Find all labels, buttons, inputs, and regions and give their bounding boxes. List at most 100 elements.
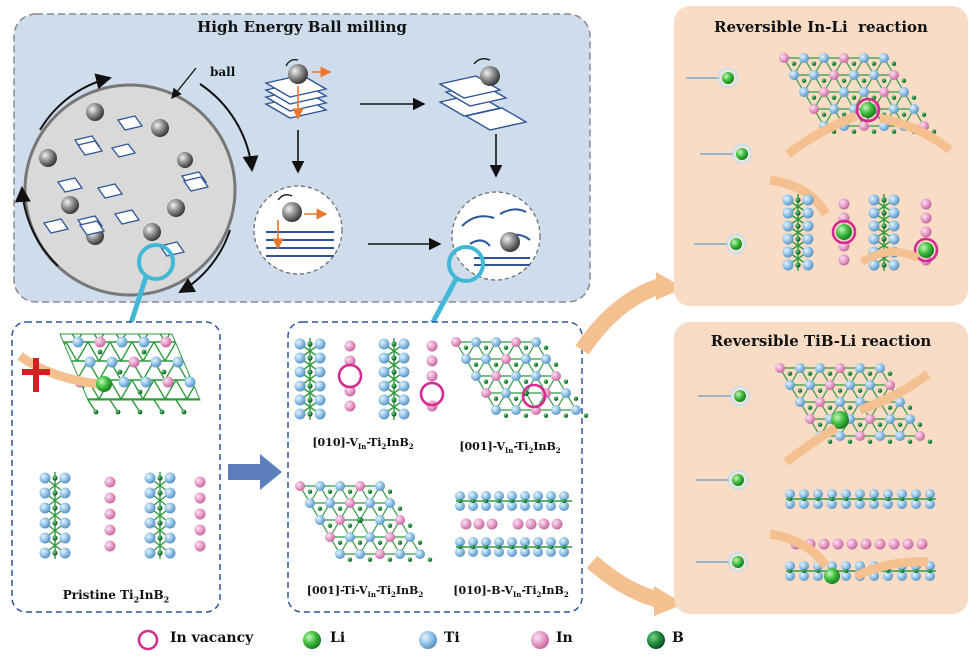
ti-atom-icon <box>164 472 176 484</box>
b-atom-icon <box>867 439 873 444</box>
steel-ball-icon <box>167 199 185 217</box>
b-atom-icon <box>553 396 559 401</box>
b-atom-icon <box>377 540 383 545</box>
ti-atom-icon <box>461 354 471 364</box>
ti-atom-icon <box>294 408 306 420</box>
b-atom-icon <box>891 61 897 66</box>
b-atom-icon <box>847 405 853 410</box>
ti-atom-icon <box>897 499 907 509</box>
b-atom-icon <box>391 341 397 347</box>
in-atom-icon <box>345 498 355 508</box>
b-atom-icon <box>523 545 527 549</box>
ti-atom-icon <box>84 356 96 368</box>
ti-atom-icon <box>520 501 530 511</box>
ti-atom-icon <box>378 366 390 378</box>
ti-atom-icon <box>802 233 814 245</box>
in-atom-icon <box>920 198 932 210</box>
in-atom-icon <box>775 363 785 373</box>
ti-atom-icon <box>520 491 530 501</box>
b-atom-icon <box>830 497 834 501</box>
ti-atom-icon <box>59 502 71 514</box>
b-atom-icon <box>484 499 488 503</box>
legend-b-sphere-icon <box>647 631 665 649</box>
ti-atom-icon <box>72 336 84 348</box>
ti-atom-icon <box>905 414 915 424</box>
ti-atom-icon <box>471 337 481 347</box>
b-atom-icon <box>357 506 363 511</box>
in-atom-icon <box>551 371 561 381</box>
ti-atom-icon <box>911 571 921 581</box>
legend-ti-sphere-icon <box>419 631 437 649</box>
b-atom-icon <box>97 349 103 355</box>
b-atom-icon <box>493 396 499 401</box>
li-path-arrow-icon <box>859 248 920 266</box>
ti-atom-icon <box>799 53 809 63</box>
in-atom-icon <box>855 431 865 441</box>
vacancy-label-001-ti: [001]-Ti-VIn-Ti2InB2 <box>306 584 424 600</box>
b-atom-icon <box>357 540 363 545</box>
b-atom-icon <box>831 61 837 66</box>
b-atom-icon <box>887 371 893 376</box>
ti-atom-icon <box>59 532 71 544</box>
ti-atom-icon <box>869 489 879 499</box>
b-atom-icon <box>788 569 792 573</box>
b-atom-icon <box>795 236 801 242</box>
ti-atom-icon <box>883 489 893 499</box>
b-atom-icon <box>458 545 462 549</box>
in-atom-icon <box>538 518 550 530</box>
b-atom-icon <box>307 411 313 417</box>
b-atom-icon <box>861 78 867 83</box>
legend-vacancy-ring-icon <box>137 629 159 651</box>
b-atom-icon <box>563 413 569 418</box>
ti-atom-icon <box>559 501 569 511</box>
li-insert-arrow-icon <box>769 175 830 217</box>
ti-atom-icon <box>150 356 162 368</box>
ti-atom-icon <box>785 380 795 390</box>
in-atom-icon <box>838 254 850 266</box>
vacancy-label-010-b: [010]-B-VIn-Ti2InB2 <box>453 584 569 600</box>
b-atom-icon <box>493 362 499 367</box>
ti-atom-icon <box>294 394 306 406</box>
magnifier-right-icon <box>429 245 485 326</box>
ti-atom-icon <box>398 338 410 350</box>
ti-atom-icon <box>315 481 325 491</box>
ti-atom-icon <box>491 337 501 347</box>
in-atom-icon <box>194 508 206 520</box>
ti-atom-icon <box>520 547 530 557</box>
b-atom-icon <box>157 475 163 481</box>
in-atom-icon <box>344 340 356 352</box>
b-atom-icon <box>536 545 540 549</box>
b-atom-icon <box>921 112 927 117</box>
exfoliation-circle <box>451 191 541 281</box>
milling-flow-arrows <box>291 97 503 251</box>
b-atom-icon <box>463 345 469 350</box>
ti-atom-icon <box>531 337 541 347</box>
b-atom-icon <box>471 499 475 503</box>
in-atom-icon <box>902 538 914 550</box>
b-atom-icon <box>573 396 579 401</box>
in-atom-icon <box>395 515 405 525</box>
ti-atom-icon <box>827 499 837 509</box>
ti-atom-icon <box>546 501 556 511</box>
ti-atom-icon <box>813 499 823 509</box>
b-atom-icon <box>816 497 820 501</box>
in-atom-icon <box>344 355 356 367</box>
b-atom-icon <box>795 262 801 268</box>
ti-atom-icon <box>507 547 517 557</box>
b-atom-icon <box>157 535 163 541</box>
ti-atom-icon <box>533 501 543 511</box>
ti-atom-icon <box>314 338 326 350</box>
ti-atom-icon <box>481 547 491 557</box>
b-atom-icon <box>795 223 801 229</box>
ti-atom-icon <box>782 207 794 219</box>
ti-atom-icon <box>888 220 900 232</box>
ti-atom-icon <box>571 405 581 415</box>
ti-atom-icon <box>455 501 465 511</box>
ti-atom-icon <box>520 537 530 547</box>
ti-atom-icon <box>494 547 504 557</box>
ti-atom-icon <box>398 352 410 364</box>
b-atom-icon <box>549 499 553 503</box>
li-atom-icon <box>918 242 934 258</box>
ti-atom-icon <box>795 397 805 407</box>
b-atom-icon <box>543 413 549 418</box>
